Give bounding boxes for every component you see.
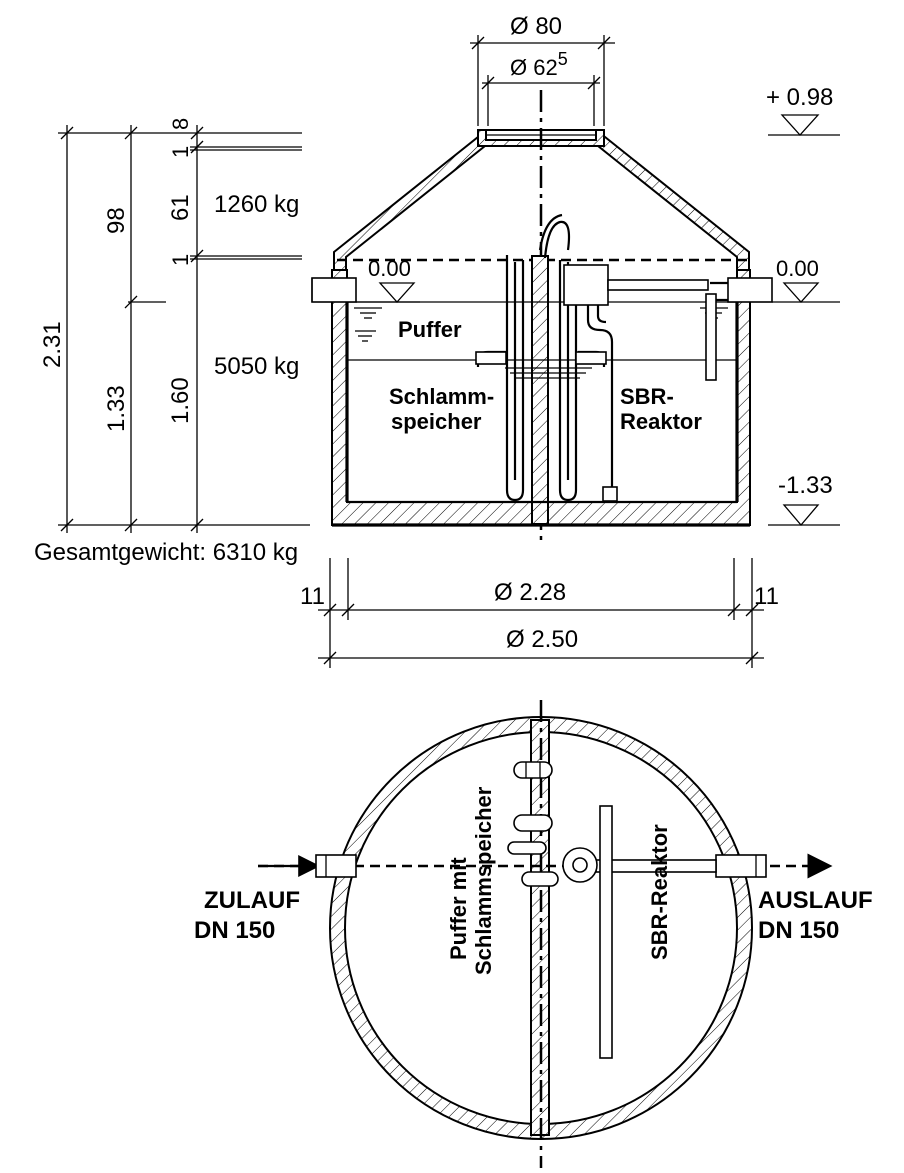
label-sbr-2: Reaktor bbox=[620, 409, 702, 434]
level-zero-left-label: 0.00 bbox=[368, 256, 411, 281]
level-marker-top: + 0.98 bbox=[766, 84, 840, 136]
plan-siphon-top bbox=[513, 761, 553, 779]
inlet-pipe bbox=[311, 277, 357, 303]
dia-inner-label: Ø 2.28 bbox=[494, 579, 566, 606]
level-marker-bottom: -1.33 bbox=[768, 472, 840, 527]
dim-1-mid-label: 1 bbox=[168, 254, 193, 266]
dimension-bottom: 11 11 Ø 2.28 Ø 2.50 bbox=[300, 558, 779, 668]
chamber-right-label: SBR-Reaktor bbox=[647, 824, 672, 960]
dimension-left: 2.31 98 1.33 8 1 61 1 1.60 bbox=[39, 118, 310, 533]
partition-wall bbox=[531, 255, 549, 525]
dim-1-top-label: 1 bbox=[168, 146, 193, 158]
level-top-label: + 0.98 bbox=[766, 84, 833, 111]
level-zero-right-label: 0.00 bbox=[776, 256, 819, 281]
level-bottom-label: -1.33 bbox=[778, 472, 833, 499]
chamber-left-label-2: Schlammspeicher bbox=[471, 786, 496, 975]
label-schlamm-2: speicher bbox=[391, 409, 482, 434]
dim-98-label: 98 bbox=[103, 207, 130, 234]
control-box bbox=[563, 264, 609, 306]
svg-text:Ø 625: Ø 625 bbox=[510, 49, 568, 80]
section-view: + 0.98 0.00 0.00 -1.33 Ø 80 bbox=[34, 13, 840, 668]
weight-bottom-label: 5050 kg bbox=[214, 353, 299, 380]
chamber-left-label-1: Puffer mit bbox=[446, 857, 471, 960]
plan-inlet-pipe bbox=[315, 854, 357, 878]
level-marker-zero-left: 0.00 bbox=[356, 256, 420, 303]
inlet-label-2: DN 150 bbox=[194, 917, 275, 944]
dim-61-label: 61 bbox=[167, 194, 194, 221]
dia-inner-top-label: Ø 62 bbox=[510, 55, 558, 80]
sludge-siphon-left bbox=[475, 255, 525, 502]
dia-outer-label: Ø 2.50 bbox=[506, 626, 578, 653]
plan-siphon-upper bbox=[513, 814, 553, 832]
dia-outer-top-label: Ø 80 bbox=[510, 13, 562, 40]
plan-outlet-pipe bbox=[715, 854, 767, 878]
level-marker-zero-right: 0.00 bbox=[772, 256, 840, 303]
dia-inner-top-sup: 5 bbox=[558, 49, 568, 69]
outlet-pipe bbox=[727, 277, 773, 303]
dim-160-label: 1.60 bbox=[167, 377, 194, 424]
dim-11-left-label: 11 bbox=[300, 583, 325, 610]
aerator bbox=[602, 486, 618, 502]
dim-total-label: 2.31 bbox=[39, 321, 66, 368]
dim-133-label: 1.33 bbox=[103, 385, 130, 432]
label-sbr-1: SBR- bbox=[620, 384, 674, 409]
label-puffer: Puffer bbox=[398, 317, 462, 342]
outlet-label-2: DN 150 bbox=[758, 917, 839, 944]
dimension-top: Ø 80 Ø 625 bbox=[470, 13, 615, 126]
plan-aerator-bar bbox=[599, 805, 613, 1059]
weight-top-label: 1260 kg bbox=[214, 191, 299, 218]
dim-8-label: 8 bbox=[168, 118, 193, 130]
total-weight-label: Gesamtgewicht: 6310 kg bbox=[34, 539, 298, 566]
outlet-label-1: AUSLAUF bbox=[758, 887, 873, 914]
plan-view: ZULAUF DN 150 AUSLAUF DN 150 Puffer mit … bbox=[194, 700, 873, 1168]
label-schlamm-1: Schlamm- bbox=[389, 384, 494, 409]
dim-11-right-label: 11 bbox=[754, 583, 779, 610]
inlet-label-1: ZULAUF bbox=[204, 887, 300, 914]
